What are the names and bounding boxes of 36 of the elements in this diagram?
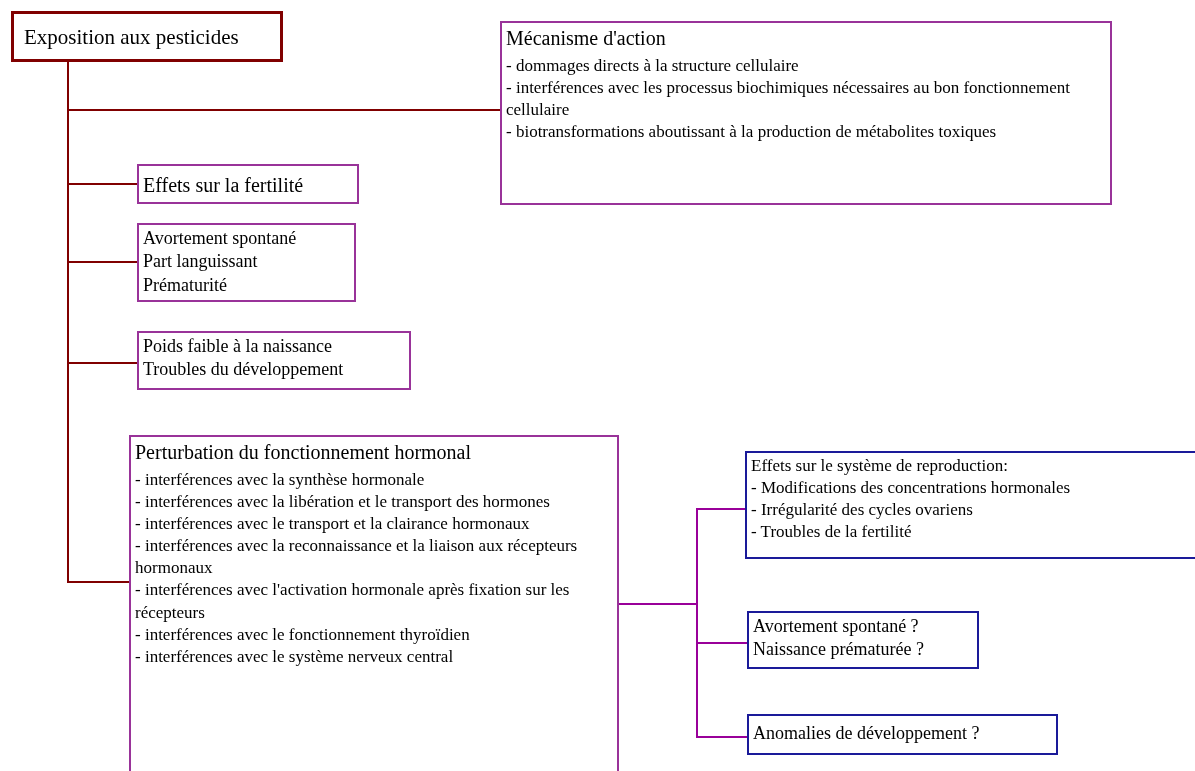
box-text: Effets sur le système de reproduction: [751,455,1009,477]
box-text: Anomalies de développement ? [753,722,981,745]
effect-box [137,223,356,302]
root-box [11,11,283,62]
box-text: Part languissant [143,250,259,274]
box-text: Poids faible à la naissance [143,335,333,358]
topic-box [129,435,619,771]
box-text: - interférences avec les processus biochimiques nécessaires au bon fonctionnement cellulaire [506,77,1072,122]
box-text: Avortement spontané [143,227,298,250]
box-text: Effets sur la fertilité [143,173,305,198]
box-heading: Mécanisme d'action [506,26,667,51]
box-text: - Troubles de la fertilité [751,521,913,544]
box-text: - biotransformations aboutissant à la production de métabolites toxiques [506,121,998,144]
effect-box [137,331,411,390]
box-heading: Perturbation du fonctionnement hormonal [135,440,473,465]
box-text: Prématurité [143,273,228,297]
box-text: - interférences avec l'activation hormonale après fixation sur les récepteurs [135,579,571,624]
box-text: Naissance prématurée ? [753,638,925,662]
box-text: - interférences avec le transport et la clairance hormonaux [135,513,531,536]
box-text: Exposition aux pesticides [24,24,240,51]
topic-box [500,21,1112,205]
box-text: - Irrégularité des cycles ovariens [751,499,974,522]
box-text: - interférences avec le système nerveux central [135,645,455,668]
box-text: - Modifications des concentrations hormonales [751,477,1072,500]
effect-box [747,714,1058,755]
effect-box [747,611,979,669]
box-text: Avortement spontané ? [753,615,920,638]
effect-box [137,164,359,204]
box-text: - interférences avec le fonctionnement thyroïdien [135,623,471,646]
box-text: - interférences avec la reconnaissance et la liaison aux récepteurs hormonaux [135,535,579,580]
box-text: Troubles du développement [143,358,345,382]
box-text: - dommages directs à la structure cellulaire [506,55,800,77]
box-text: - interférences avec la libération et le transport des hormones [135,491,551,514]
connector-line [618,603,748,738]
effect-box [745,451,1195,559]
box-text: - interférences avec la synthèse hormonale [135,469,426,491]
